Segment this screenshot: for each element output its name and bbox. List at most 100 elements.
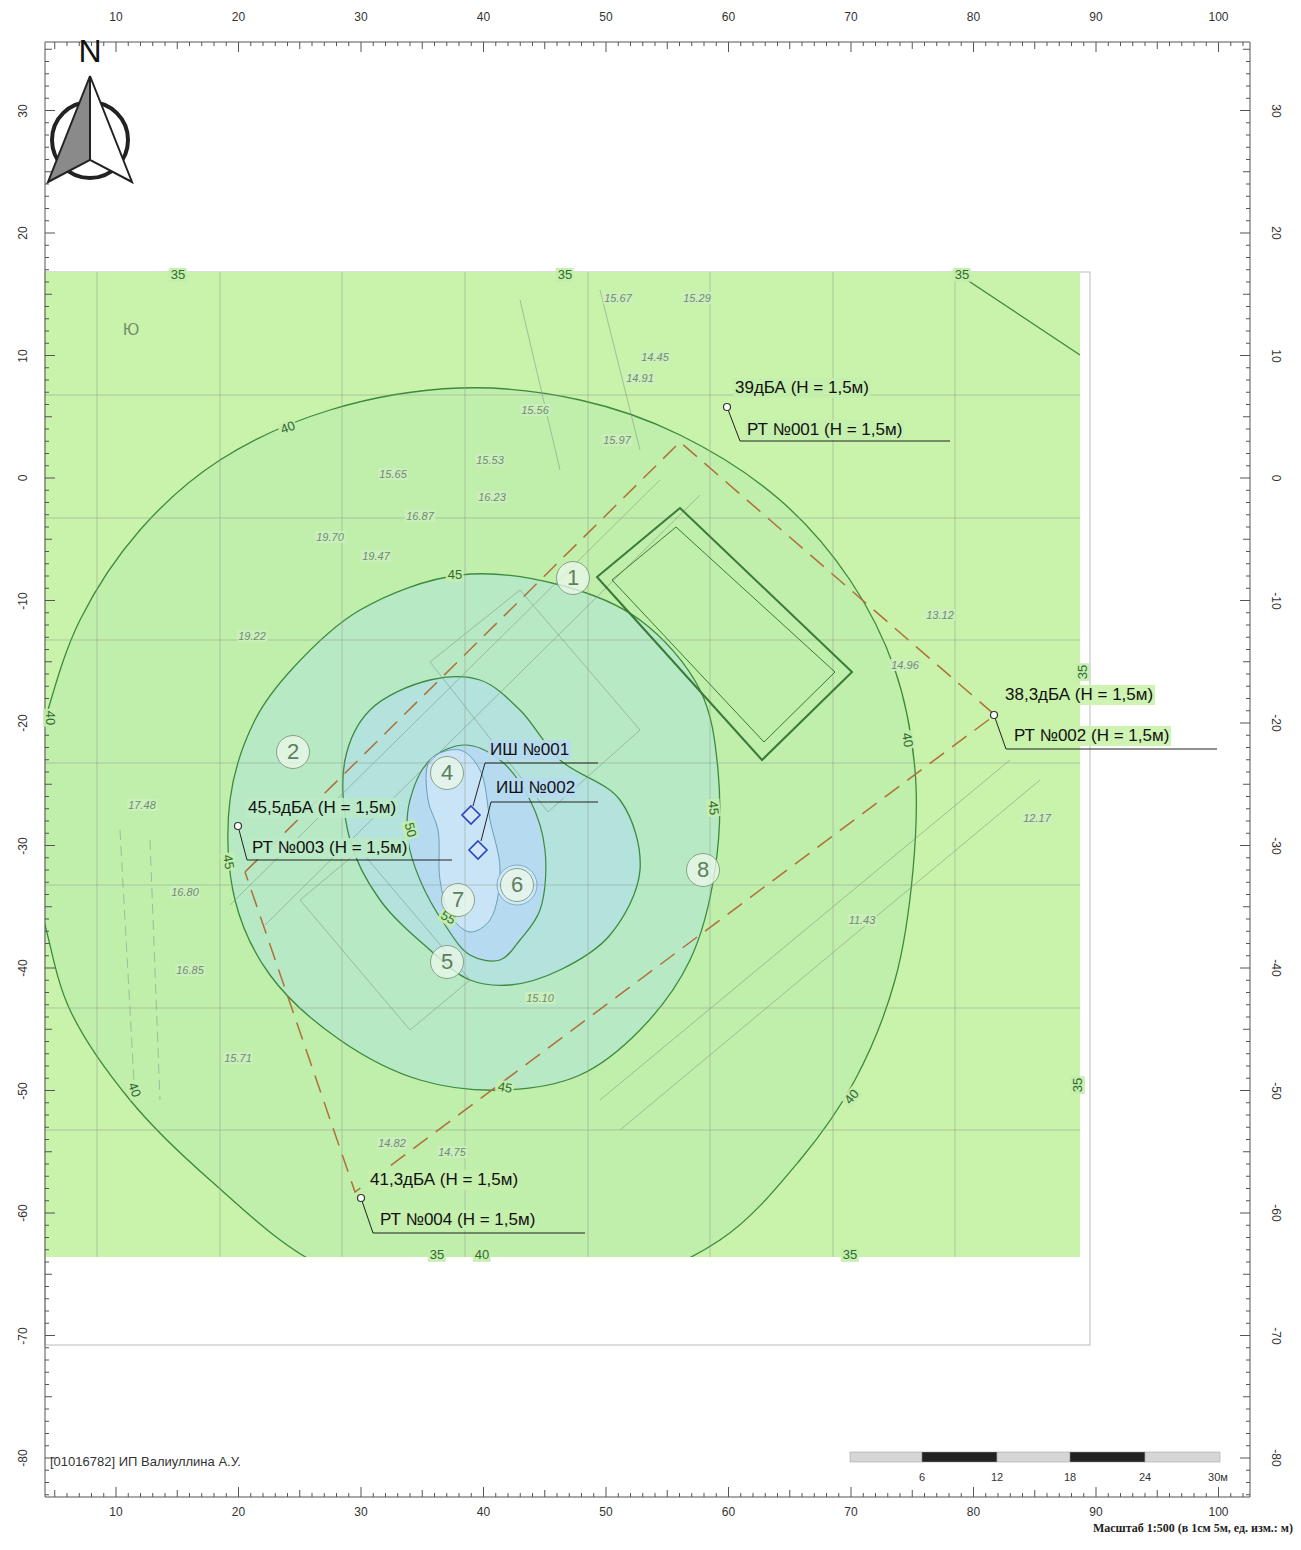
ruler-tick [45,1200,49,1201]
ruler-tick [45,233,55,234]
ruler-tick [1246,833,1250,834]
building-outline [300,850,470,1030]
scale-value: 30м [1208,1471,1228,1483]
ruler-tick [45,1323,49,1324]
ruler-tick [1240,355,1250,356]
elevation-mark: 15.97 [602,434,632,446]
ruler-tick [45,600,55,601]
ruler-tick [1246,1433,1250,1434]
ruler-tick [802,42,803,46]
axis-tick-label: -80 [1268,1449,1281,1466]
ruler-tick [275,1493,276,1497]
elevation-mark: 15.56 [520,404,550,416]
ruler-tick [1246,551,1250,552]
ruler-tick [1246,257,1250,258]
ruler-tick [45,857,49,858]
ruler-tick [45,870,49,871]
ruler-tick [1246,502,1250,503]
ruler-tick [814,42,815,46]
ruler-tick [1246,576,1250,577]
ruler-tick [45,919,49,920]
axis-tick-label: 20 [232,11,245,24]
ruler-tick [45,1286,49,1287]
site-number: 5 [430,945,464,979]
ruler-tick [1243,906,1250,907]
ruler-tick [1246,1347,1250,1348]
ruler-tick [1108,1493,1109,1497]
ruler-tick [838,1493,839,1497]
ruler-tick [520,42,521,46]
contour-level: 35 [1071,1076,1085,1094]
ruler-tick [1246,992,1250,993]
ruler-tick [410,1493,411,1497]
ruler-tick [1246,98,1250,99]
ruler-tick [45,539,52,540]
ruler-tick [1240,845,1250,846]
ruler-tick [189,1493,190,1497]
ruler-tick [45,845,55,846]
source-diamond [469,841,487,859]
ruler-tick [45,674,49,675]
ruler-tick [1243,1396,1250,1397]
ruler-tick [606,42,607,52]
ruler-tick [1022,1493,1023,1497]
ruler-tick [287,1493,288,1497]
ruler-tick [1243,171,1250,172]
ruler-tick [924,1493,925,1497]
ruler-tick [1246,1164,1250,1165]
ruler-tick [45,808,49,809]
ruler-tick [1246,1041,1250,1042]
ruler-tick [238,1487,239,1497]
ruler-tick [1246,122,1250,123]
ruler-tick [1246,1066,1250,1067]
ruler-tick [1034,42,1035,49]
ruler-tick [361,42,362,52]
ruler-tick [45,1311,49,1312]
ruler-tick [1246,367,1250,368]
ruler-tick [1246,1139,1250,1140]
axis-tick-label: 100 [1208,11,1228,24]
ruler-tick [45,257,49,258]
ruler-tick [45,527,49,528]
point-label: 39дБА (H = 1,5м) [733,378,871,398]
elevation-mark: 19.47 [361,550,391,562]
ruler-tick [887,42,888,46]
axis-tick-label: 10 [17,349,30,362]
ruler-tick [1246,490,1250,491]
ruler-tick [1246,1249,1250,1250]
ruler-tick [45,478,55,479]
ruler-tick [1169,42,1170,46]
ruler-tick [45,269,49,270]
ruler-tick [189,42,190,46]
ruler-tick [45,1494,49,1495]
grid-line [588,272,589,1257]
contour-line [426,750,500,933]
axis-tick-label: 0 [17,475,30,482]
ruler-tick [1246,1237,1250,1238]
ruler-tick [495,1493,496,1497]
ruler-tick [1246,686,1250,687]
ruler-tick [45,355,55,356]
ruler-tick [177,42,178,49]
ruler-tick [238,42,239,52]
ruler-tick [45,1482,49,1483]
contour-level: 40 [43,709,57,727]
ruler-tick [998,42,999,46]
ruler-tick [348,1493,349,1497]
axis-tick-label: -10 [17,592,30,609]
ruler-tick [45,1274,52,1275]
ruler-tick [152,42,153,46]
point-marker [991,712,998,719]
elevation-mark: 19.22 [237,630,267,642]
ruler-tick [1246,1298,1250,1299]
ruler-tick [593,1493,594,1497]
ruler-tick [1246,514,1250,515]
ruler-tick [1083,1493,1084,1497]
ruler-tick [45,294,52,295]
contour-level: 45 [219,852,236,873]
axis-tick-label: 10 [1268,349,1281,362]
ruler-tick [1246,870,1250,871]
ruler-tick [116,42,117,52]
ruler-tick [45,625,49,626]
